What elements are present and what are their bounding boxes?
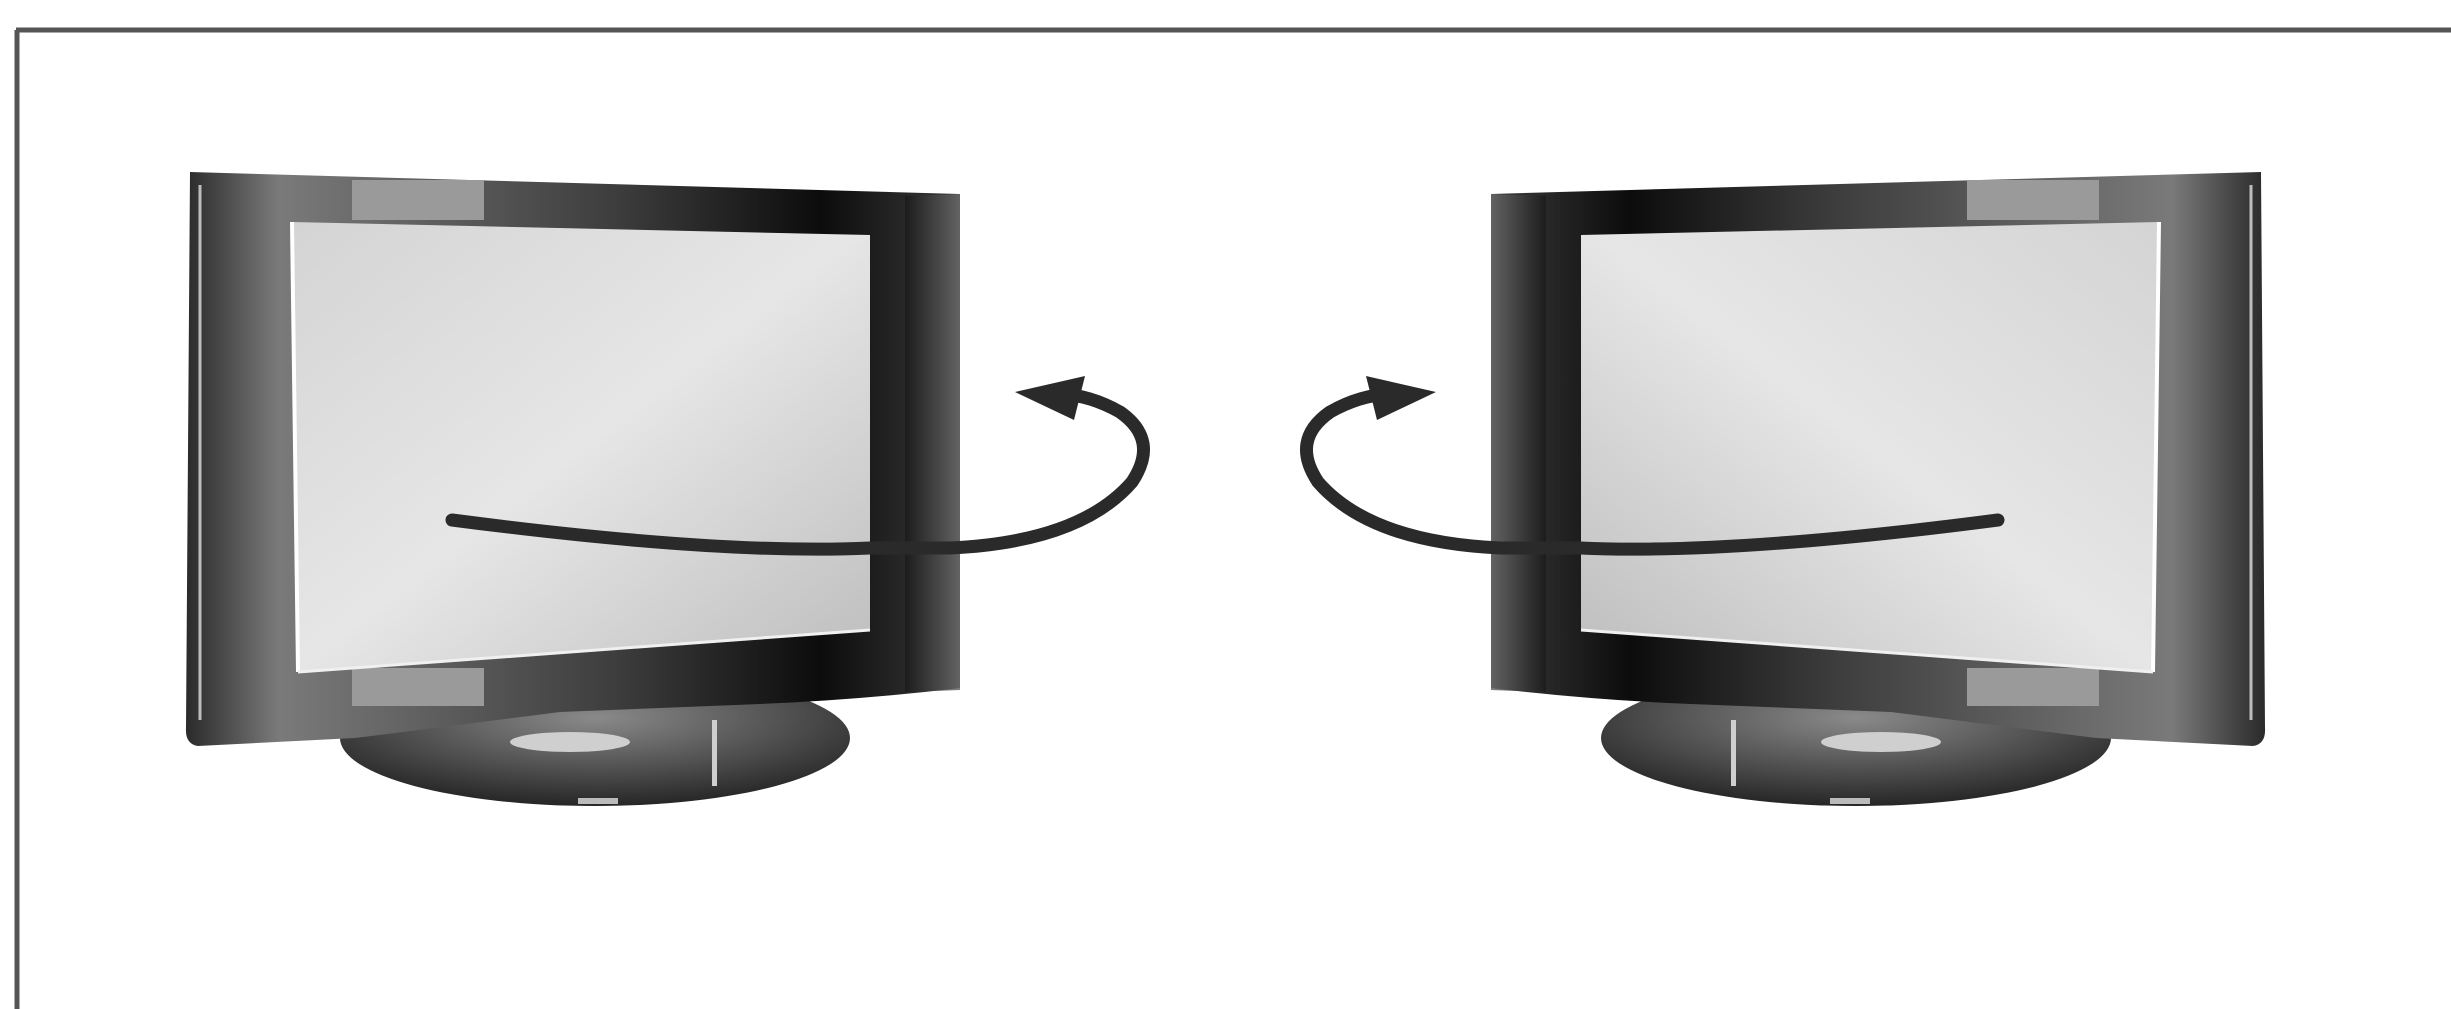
right-monitor (1491, 172, 2265, 806)
left-monitor-screen (292, 222, 870, 672)
right-monitor-screen (1581, 222, 2159, 672)
left-monitor (186, 172, 960, 806)
